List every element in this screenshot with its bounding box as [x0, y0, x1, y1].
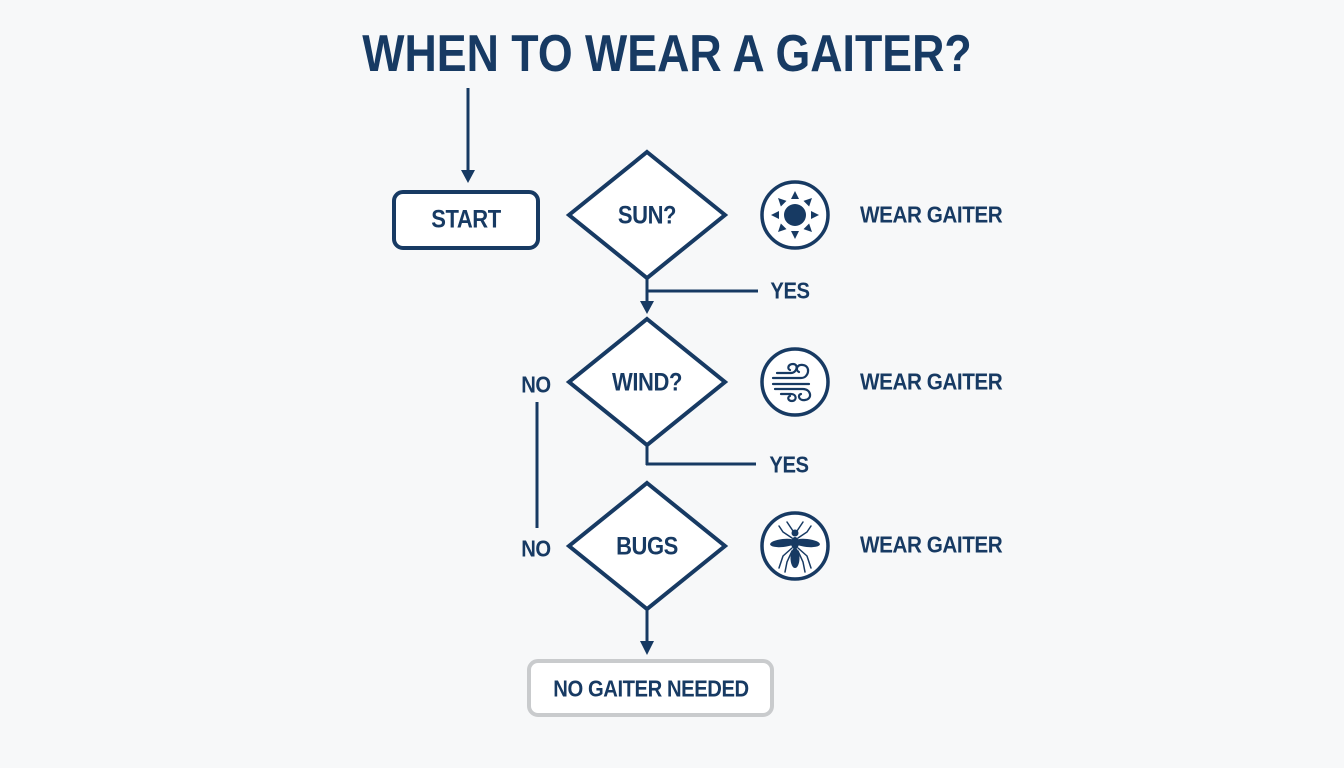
- start-node-label: START: [431, 205, 501, 234]
- bugs-to-end-arrow: [640, 609, 654, 655]
- end-node-label: NO GAITER NEEDED: [553, 675, 749, 702]
- bugs-action-label: WEAR GAITER: [860, 531, 1003, 558]
- sun-yes-connector: [640, 278, 758, 314]
- wind-icon: [760, 347, 830, 417]
- start-node-shape: [392, 190, 540, 250]
- diagram-title: WHEN TO WEAR A GAITER?: [362, 25, 972, 83]
- sun-yes-label: YES: [770, 277, 810, 304]
- wind-decision-label: WIND?: [612, 368, 682, 397]
- wind-no-label: NO: [521, 371, 551, 398]
- wind-yes-connector: [645, 445, 756, 466]
- sun-decision-label: SUN?: [617, 201, 677, 230]
- sun-action-label: WEAR GAITER: [860, 201, 1003, 228]
- bugs-decision-label: BUGS: [616, 532, 678, 561]
- wind-yes-label: YES: [769, 451, 809, 478]
- mosquito-icon: [760, 511, 830, 581]
- arrow-title-to-start: [461, 88, 475, 183]
- sun-icon: [760, 180, 830, 250]
- end-node-shape: [527, 659, 774, 717]
- wind-action-label: WEAR GAITER: [860, 368, 1003, 395]
- bugs-no-label: NO: [521, 535, 551, 562]
